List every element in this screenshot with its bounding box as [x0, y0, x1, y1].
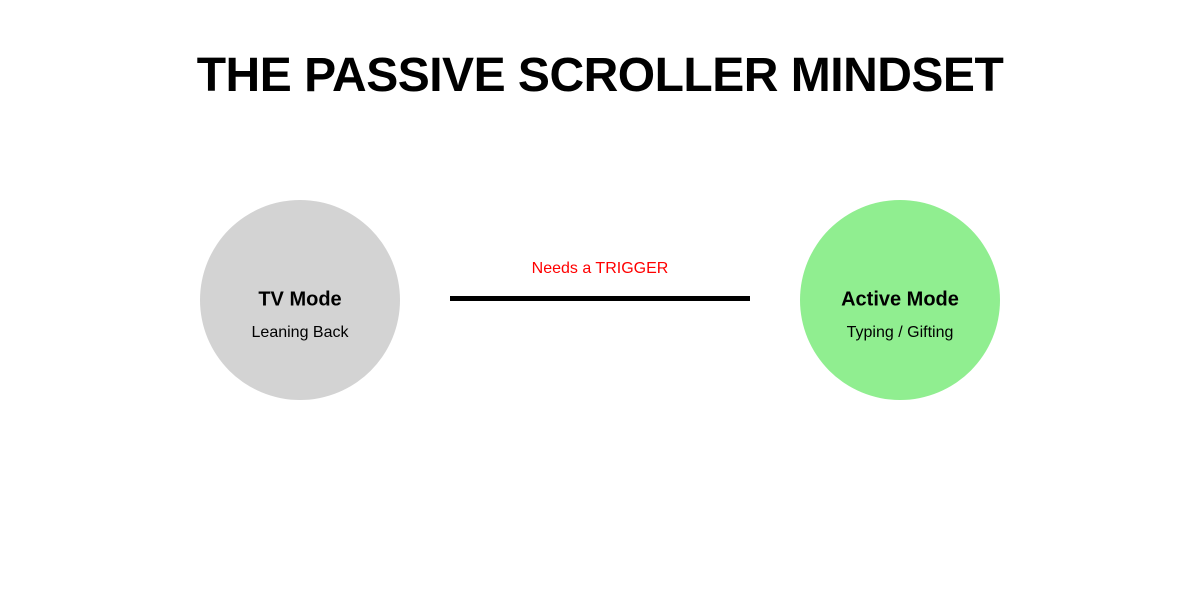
page-title: THE PASSIVE SCROLLER MINDSET: [196, 49, 1004, 102]
active-mode-circle: Active Mode Typing / Gifting: [800, 200, 1000, 400]
trigger-label: Needs a TRIGGER: [531, 260, 669, 277]
active-mode-title: Active Mode: [841, 288, 959, 311]
tv-mode-title: TV Mode: [258, 288, 342, 311]
connector-line: [450, 296, 750, 301]
active-mode-subtitle: Typing / Gifting: [846, 324, 954, 341]
tv-mode-circle: TV Mode Leaning Back: [200, 200, 400, 400]
tv-mode-subtitle: Leaning Back: [251, 324, 349, 341]
